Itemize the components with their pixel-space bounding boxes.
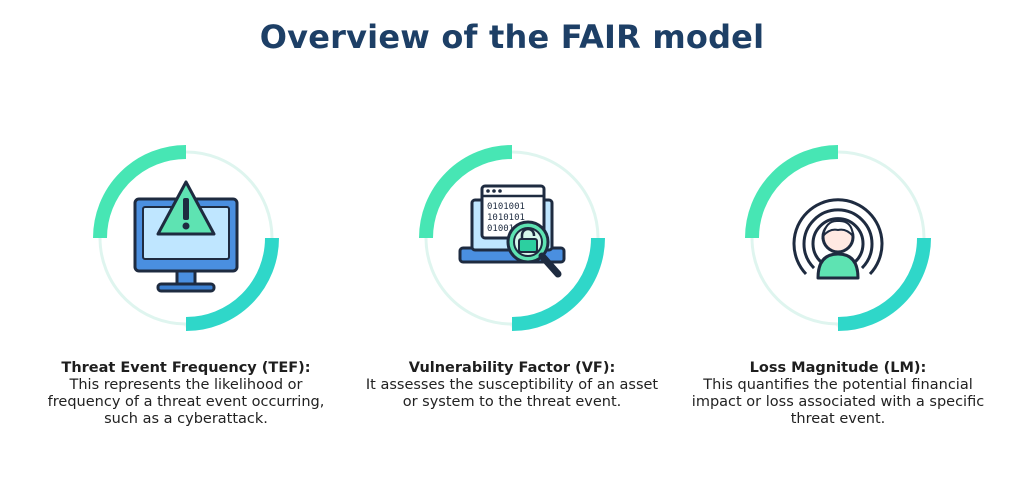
component-description: Loss Magnitude (LM): This quantifies the… bbox=[688, 360, 988, 428]
person-signal-icon bbox=[792, 198, 884, 280]
component-description: Vulnerability Factor (VF): It assesses t… bbox=[362, 360, 662, 411]
component-heading: Vulnerability Factor (VF): bbox=[408, 360, 616, 376]
component-heading: Loss Magnitude (LM): bbox=[749, 360, 927, 376]
fair-component-lm: Loss Magnitude (LM): This quantifies the… bbox=[688, 128, 988, 468]
fair-component-vf: 0101001 1010101 0100101 Vulnerability Fa… bbox=[362, 128, 662, 468]
component-text: This represents the likelihood or freque… bbox=[47, 377, 325, 427]
component-heading: Threat Event Frequency (TEF): bbox=[61, 360, 311, 376]
svg-text:0100101: 0100101 bbox=[487, 224, 525, 234]
component-ring bbox=[688, 128, 988, 348]
page-title: Overview of the FAIR model bbox=[259, 18, 765, 56]
svg-text:1010101: 1010101 bbox=[487, 213, 525, 223]
binary-laptop-lock-magnifier-icon: 0101001 1010101 0100101 bbox=[458, 184, 566, 278]
svg-text:0101001: 0101001 bbox=[487, 202, 525, 212]
warning-monitor-icon bbox=[133, 180, 239, 293]
component-ring bbox=[36, 128, 336, 348]
component-ring: 0101001 1010101 0100101 bbox=[362, 128, 662, 348]
fair-component-tef: Threat Event Frequency (TEF): This repre… bbox=[36, 128, 336, 468]
component-description: Threat Event Frequency (TEF): This repre… bbox=[36, 360, 336, 428]
component-text: It assesses the susceptibility of an ass… bbox=[365, 377, 659, 410]
component-text: This quantifies the potential financial … bbox=[691, 377, 985, 427]
